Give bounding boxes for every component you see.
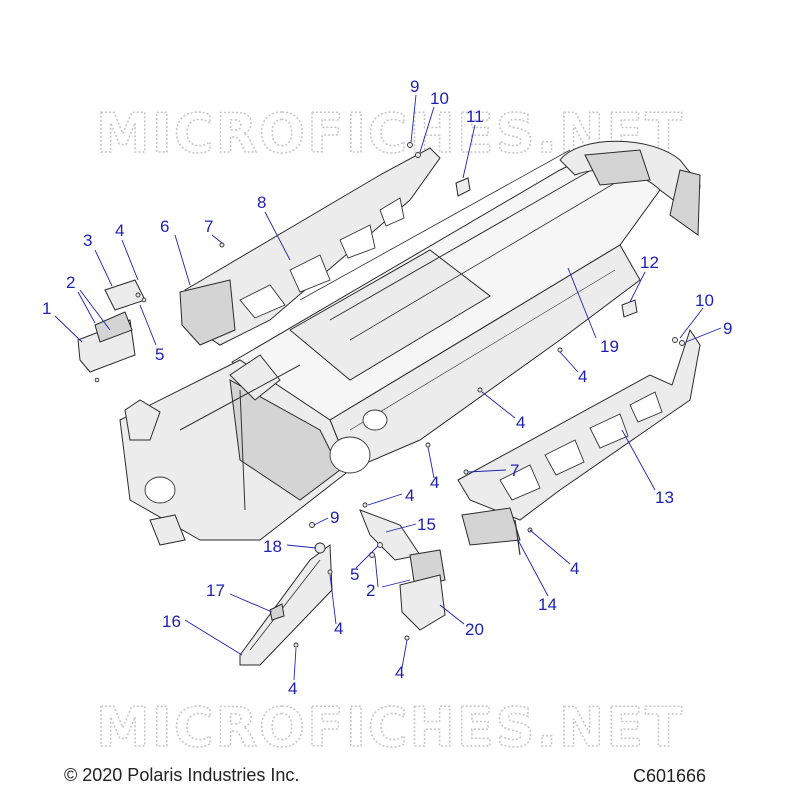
callout-2-upper: 2 [66,273,75,292]
callout-4-bottom-left: 4 [288,679,297,698]
callout-5-lower: 5 [350,565,359,584]
callout-10-right: 10 [695,291,714,310]
copyright-notice: © 2020 Polaris Industries Inc. [64,765,300,785]
callout-19: 19 [600,337,619,356]
fasteners [94,142,685,648]
callouts: 9 10 11 3 4 6 7 8 2 1 5 12 10 9 19 4 4 4… [42,77,732,698]
callout-4-bottom-right: 4 [395,663,404,682]
leader-lines [54,94,722,681]
part-12 [621,299,638,318]
callout-4-right-upper: 4 [578,367,587,386]
callout-9-right: 9 [723,319,732,338]
callout-7-left: 7 [204,217,213,236]
callout-6: 6 [160,217,169,236]
watermark-bottom: MICROFICHES.NET [96,696,684,759]
callout-4-center: 4 [430,473,439,492]
callout-16: 16 [162,612,181,631]
left-front-covers [77,279,146,373]
callout-13: 13 [655,488,674,507]
right-running-board [457,328,701,556]
callout-9-center: 9 [330,508,339,527]
callout-12: 12 [640,253,659,272]
diagram-code: C601666 [633,766,707,786]
chassis-assembly [119,140,701,546]
callout-17: 17 [206,581,225,600]
callout-4-right-lower: 4 [405,486,414,505]
callout-9-top: 9 [410,77,419,96]
callout-7-right: 7 [510,461,519,480]
callout-4-upper-left: 4 [115,221,124,240]
callout-20: 20 [465,620,484,639]
callout-4-right-bottom: 4 [570,559,579,578]
callout-1: 1 [42,299,51,318]
callout-5-upper: 5 [155,345,164,364]
callout-14: 14 [538,595,557,614]
callout-3: 3 [83,231,92,250]
callout-4-lower-left: 4 [334,619,343,638]
callout-15: 15 [417,515,436,534]
callout-8: 8 [257,193,266,212]
callout-2-lower: 2 [366,581,375,600]
left-running-board [179,147,441,346]
callout-11: 11 [466,107,484,126]
callout-10-top: 10 [430,89,449,108]
lower-right-covers [359,509,446,631]
callout-4-right-mid: 4 [516,413,525,432]
callout-18: 18 [263,537,282,556]
part-11 [455,177,471,197]
